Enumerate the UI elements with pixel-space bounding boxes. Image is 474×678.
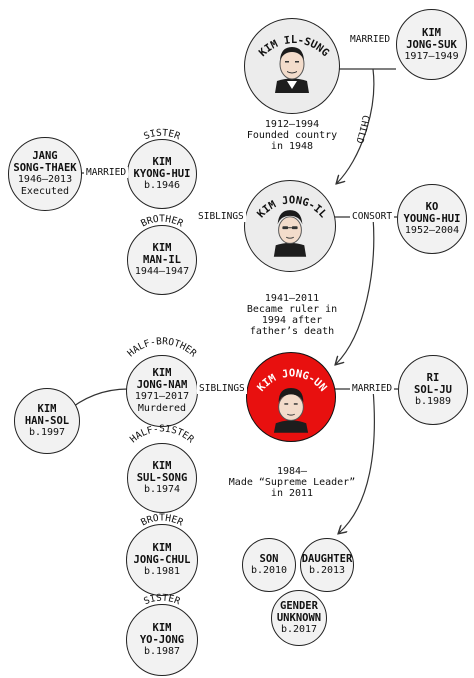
label-married-kkh: MARRIED	[84, 167, 129, 178]
node-kim-han-sol: KIM HAN-SOL b.1997	[14, 388, 80, 454]
years-kim-kyong-hui: b.1946	[143, 180, 181, 191]
name-kim-jong-il: KIM JONG-IL	[255, 194, 329, 220]
name-kim-jong-un: KIM JONG-UN	[255, 368, 329, 394]
role-kim-kyong-hui: SISTER	[142, 128, 182, 143]
kim-jong-un-portrait	[273, 388, 309, 433]
parent-arrow	[336, 216, 375, 364]
node-daughter: DAUGHTER b.2013	[300, 538, 354, 592]
name-kim-il-sung: KIM IL-SUNG	[257, 34, 332, 59]
label-child: CHILD	[353, 114, 371, 145]
svg-text:HALF-BROTHER: HALF-BROTHER	[125, 336, 198, 359]
svg-text:KIM JONG-UN: KIM JONG-UN	[255, 368, 329, 394]
node-kim-jong-nam: KIM JONG-NAM 1971–2017 Murdered	[126, 355, 198, 427]
svg-text:HALF-SISTER: HALF-SISTER	[128, 424, 196, 446]
name-kim-sul-song: KIM SUL-SONG	[136, 460, 188, 484]
node-kim-jong-il	[244, 180, 336, 272]
child-arrow	[337, 68, 375, 183]
name-kim-man-il: KIM MAN-IL	[143, 242, 181, 266]
name-kim-yo-jong: KIM YO-JONG	[139, 622, 185, 646]
node-kim-il-sung	[244, 18, 340, 114]
label-married-kis: MARRIED	[348, 34, 393, 45]
name-ri-sol-ju: RI SOL-JU	[414, 372, 452, 396]
years-jang-song-thaek: 1946–2013 Executed	[17, 174, 73, 197]
node-kim-yo-jong: KIM YO-JONG b.1987	[126, 604, 198, 676]
years-ko-young-hui: 1952–2004	[404, 225, 460, 236]
node-son: SON b.2010	[242, 538, 296, 592]
years-kim-jong-nam: 1971–2017 Murdered	[134, 391, 190, 414]
node-jang-song-thaek: JANG SONG-THAEK 1946–2013 Executed	[8, 137, 82, 211]
node-kim-jong-suk: KIM JONG-SUK 1917–1949	[396, 9, 467, 80]
years-kim-jong-chul: b.1981	[143, 566, 181, 577]
node-kim-jong-un	[246, 352, 336, 442]
node-ko-young-hui: KO YOUNG-HUI 1952–2004	[397, 184, 467, 254]
years-ri-sol-ju: b.1989	[414, 396, 452, 407]
svg-text:SISTER: SISTER	[142, 593, 182, 608]
caption-kim-jong-il: 1941–2011 Became ruler in 1994 after fat…	[246, 293, 338, 337]
label-consort: CONSORT	[350, 211, 395, 222]
years-gender-unknown: b.2017	[280, 624, 318, 635]
role-kim-jong-nam: HALF-BROTHER	[125, 336, 198, 359]
role-kim-yo-jong: SISTER	[142, 593, 182, 608]
label-siblings-kji: SIBLINGS	[196, 211, 246, 222]
name-kim-jong-nam: KIM JONG-NAM	[136, 367, 188, 391]
name-ko-young-hui: KO YOUNG-HUI	[403, 201, 461, 225]
svg-text:KIM JONG-IL: KIM JONG-IL	[255, 194, 329, 220]
years-kim-man-il: 1944–1947	[134, 266, 190, 277]
years-kim-sul-song: b.1974	[143, 484, 181, 495]
label-siblings-kju: SIBLINGS	[197, 383, 247, 394]
years-kim-jong-suk: 1917–1949	[404, 50, 459, 62]
svg-text:KIM IL-SUNG: KIM IL-SUNG	[257, 34, 332, 59]
kim-il-sung-portrait	[275, 47, 309, 93]
role-kim-sul-song: HALF-SISTER	[128, 424, 196, 446]
name-kim-jong-chul: KIM JONG-CHUL	[133, 542, 191, 566]
caption-kim-jong-un: 1984– Made “Supreme Leader” in 2011	[228, 466, 356, 499]
caption-kim-il-sung: 1912–1994 Founded country in 1948	[246, 119, 338, 152]
name-jang-song-thaek: JANG SONG-THAEK	[13, 150, 77, 174]
name-son: SON	[259, 553, 279, 565]
node-kim-kyong-hui: KIM KYONG-HUI b.1946	[127, 139, 197, 209]
node-kim-man-il: KIM MAN-IL 1944–1947	[127, 225, 197, 295]
name-kim-jong-suk: KIM JONG-SUK	[406, 26, 457, 51]
years-kim-han-sol: b.1997	[28, 427, 66, 438]
years-kim-yo-jong: b.1987	[143, 646, 181, 657]
kim-jong-il-portrait	[273, 210, 307, 257]
name-kim-han-sol: KIM HAN-SOL	[24, 403, 70, 427]
svg-text:SISTER: SISTER	[142, 128, 182, 143]
name-gender-unknown: GENDER UNKNOWN	[276, 600, 322, 624]
role-kim-man-il: BROTHER	[139, 214, 185, 230]
name-daughter: DAUGHTER	[301, 553, 353, 565]
svg-text:BROTHER: BROTHER	[139, 513, 185, 529]
label-married-kju: MARRIED	[350, 383, 395, 394]
years-daughter: b.2013	[308, 565, 346, 576]
children-arrow	[339, 388, 375, 533]
name-kim-kyong-hui: KIM KYONG-HUI	[133, 156, 191, 180]
node-kim-jong-chul: KIM JONG-CHUL b.1981	[126, 524, 198, 596]
role-kim-jong-chul: BROTHER	[139, 513, 185, 529]
node-gender-unknown: GENDER UNKNOWN b.2017	[271, 590, 327, 646]
svg-text:CHILD: CHILD	[353, 114, 371, 145]
years-son: b.2010	[250, 565, 288, 576]
node-kim-sul-song: KIM SUL-SONG b.1974	[127, 443, 197, 513]
svg-text:BROTHER: BROTHER	[139, 214, 185, 230]
node-ri-sol-ju: RI SOL-JU b.1989	[398, 355, 468, 425]
